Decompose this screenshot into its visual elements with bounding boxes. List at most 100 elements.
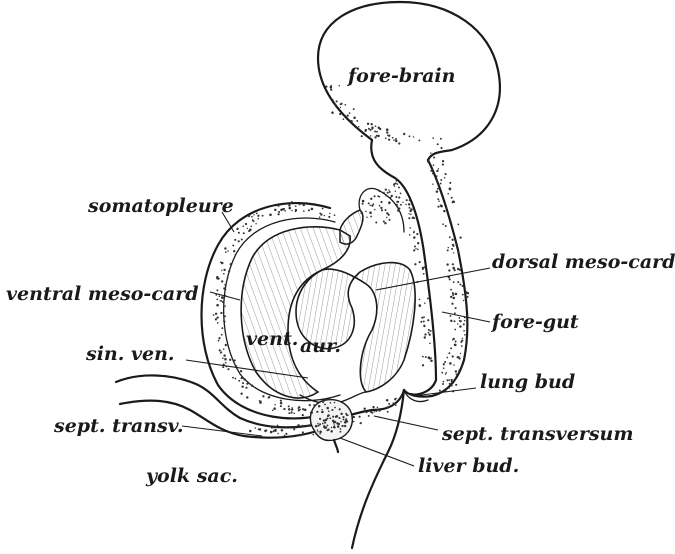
stipple-dot <box>449 222 450 223</box>
stipple-dot <box>295 205 297 207</box>
stipple-dot <box>220 312 222 314</box>
stipple-dot <box>371 412 373 414</box>
stipple-dot <box>432 169 433 170</box>
stipple-dot <box>406 199 408 201</box>
stipple-dot <box>340 428 342 430</box>
stipple-dot <box>275 426 277 428</box>
stipple-dot <box>454 320 456 322</box>
stipple-dot <box>236 365 238 367</box>
stipple-dot <box>291 210 292 211</box>
stipple-dot <box>330 86 333 89</box>
stipple-dot <box>416 233 418 235</box>
stipple-dot <box>453 364 455 366</box>
stipple-dot <box>352 416 355 419</box>
stipple-dot <box>328 410 330 412</box>
stipple-dot <box>430 359 433 362</box>
stipple-dot <box>463 330 465 332</box>
stipple-dot <box>359 416 361 418</box>
stipple-dot <box>237 228 239 230</box>
label-sin-ven: sin. ven. <box>85 343 175 365</box>
stipple-dot <box>400 193 402 195</box>
stipple-dot <box>439 389 441 391</box>
stipple-dot <box>339 431 341 433</box>
stipple-dot <box>454 329 456 331</box>
stipple-dot <box>395 196 397 198</box>
stipple-dot <box>451 379 453 381</box>
stipple-dot <box>387 192 389 194</box>
stipple-dot <box>425 356 427 358</box>
stipple-dot <box>334 407 336 409</box>
stipple-dot <box>459 284 461 286</box>
stipple-dot <box>342 416 344 418</box>
stipple-dot <box>430 330 432 332</box>
stipple-dot <box>221 296 224 299</box>
stipple-dot <box>353 108 355 110</box>
stipple-dot <box>330 430 332 432</box>
stipple-dot <box>372 406 374 408</box>
stipple-dot <box>221 262 224 265</box>
stipple-dot <box>366 216 367 217</box>
stipple-dot <box>374 195 376 197</box>
stipple-dot <box>291 407 293 409</box>
stipple-dot <box>440 179 442 181</box>
stipple-dot <box>459 320 461 322</box>
stipple-dot <box>388 214 390 216</box>
stipple-dot <box>441 372 443 374</box>
stipple-dot <box>241 377 243 379</box>
stipple-dot <box>397 183 399 185</box>
stipple-dot <box>303 210 305 212</box>
stipple-dot <box>387 411 389 413</box>
stipple-dot <box>410 214 412 216</box>
stipple-dot <box>380 207 382 209</box>
stipple-dot <box>234 359 236 361</box>
stipple-dot <box>312 431 314 433</box>
label-yolk-sac: yolk sac. <box>145 465 238 487</box>
stipple-dot <box>291 408 293 410</box>
stipple-dot <box>280 405 282 407</box>
stipple-dot <box>327 424 329 426</box>
stipple-dot <box>317 431 318 432</box>
stipple-dot <box>247 228 248 229</box>
stipple-dot <box>409 234 411 236</box>
stipple-dot <box>424 333 426 335</box>
stipple-dot <box>442 223 444 225</box>
stipple-dot <box>440 204 442 206</box>
stipple-dot <box>458 252 460 254</box>
stipple-dot <box>356 120 358 122</box>
stipple-dot <box>444 361 446 363</box>
stipple-dot <box>459 357 461 359</box>
stipple-dot <box>277 425 279 427</box>
stipple-dot <box>427 319 429 321</box>
stipple-dot <box>216 277 218 279</box>
stipple-dot <box>389 191 391 193</box>
stipple-dot <box>448 247 449 248</box>
stipple-dot <box>339 408 341 410</box>
stipple-dot <box>386 131 388 133</box>
stipple-dot <box>392 402 394 404</box>
stipple-dot <box>233 250 235 252</box>
stipple-dot <box>245 223 247 225</box>
stipple-dot <box>452 294 454 296</box>
stipple-dot <box>408 213 409 214</box>
stipple-dot <box>457 281 459 283</box>
stipple-dot <box>288 408 291 411</box>
stipple-dot <box>238 232 240 234</box>
stipple-dot <box>235 378 237 380</box>
stipple-dot <box>280 400 282 402</box>
stipple-dot <box>242 382 244 384</box>
stipple-dot <box>322 208 324 210</box>
stipple-dot <box>408 217 410 219</box>
stipple-dot <box>462 294 464 296</box>
stipple-dot <box>312 434 314 436</box>
stipple-dot <box>452 244 454 246</box>
stipple-dot <box>216 298 218 300</box>
stipple-dot <box>397 206 399 208</box>
stipple-dot <box>328 398 330 400</box>
yolk-sac-line-upper <box>116 375 240 418</box>
stipple-dot <box>430 152 431 153</box>
stipple-dot <box>336 415 338 417</box>
stipple-dot <box>213 314 215 316</box>
stipple-dot <box>353 421 355 423</box>
stipple-dot <box>445 173 447 175</box>
stipple-dot <box>224 305 226 307</box>
